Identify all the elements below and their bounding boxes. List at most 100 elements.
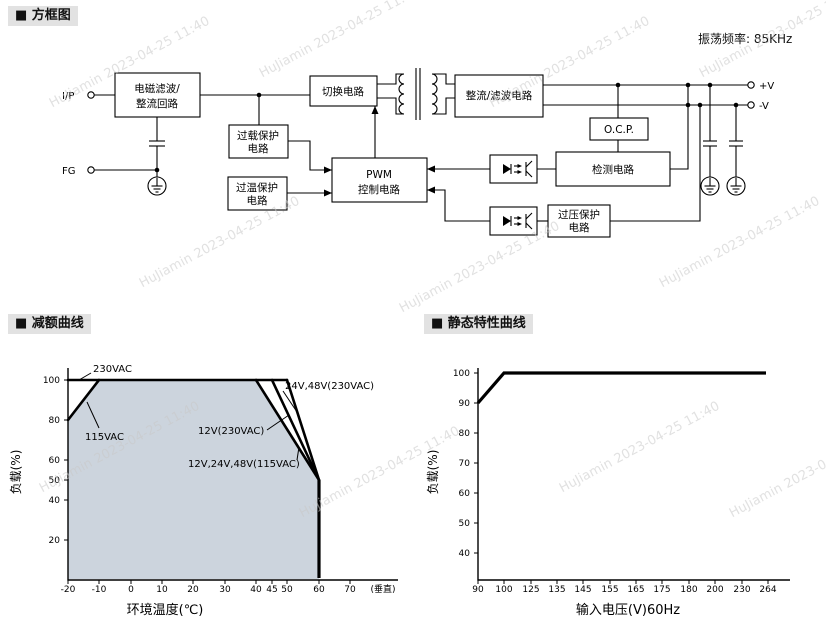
derating-ticks <box>64 379 351 584</box>
static-x-axis-title: 输入电压(V)60Hz <box>576 602 680 618</box>
y-tick-label: 70 <box>459 459 471 469</box>
oscillation-frequency-label: 振荡频率: 85KHz <box>698 32 793 46</box>
y-tick-label: 100 <box>453 369 470 379</box>
fg-label: FG <box>62 166 76 177</box>
x-tick-label: -10 <box>92 585 107 595</box>
ovp-protection-box <box>547 204 611 238</box>
y-tick-label: 20 <box>49 536 61 546</box>
emi-filter-box <box>114 72 201 118</box>
flow-arrows <box>324 106 435 197</box>
x-tick-label: 45 <box>266 585 277 595</box>
y-tick-label: 90 <box>459 399 471 409</box>
derating-curve-title: ■ 减额曲线 <box>8 314 91 334</box>
ocp-label: O.C.P. <box>604 124 634 136</box>
overtemp-protection-label-2: 电路 <box>247 194 268 207</box>
optocoupler-icon <box>503 212 533 230</box>
x-tick-label: 155 <box>601 585 618 595</box>
x-tick-label: 264 <box>759 585 776 595</box>
curve-label-230vac: 230VAC <box>93 364 132 375</box>
curve-12v-230vac <box>270 378 321 482</box>
vminus-label: -V <box>759 101 769 112</box>
emi-filter-label-2: 整流回路 <box>136 97 178 110</box>
pwm-label-1: PWM <box>366 169 392 181</box>
y-tick-label: 40 <box>49 496 61 506</box>
x-tick-label: 90 <box>472 585 484 595</box>
block-diagram: I/P FG 电磁滤波/ 整流回路 切换电路 整流/滤波电路 过载保护 电路 过… <box>62 68 774 238</box>
detection-circuit-box <box>555 151 671 187</box>
y-tick-label: 50 <box>49 476 61 486</box>
y-tick-label: 100 <box>43 376 60 386</box>
static-ticks <box>474 372 769 584</box>
y-tick-label: 80 <box>459 429 471 439</box>
switching-circuit-label: 切换电路 <box>322 85 364 98</box>
x-tick-label: 125 <box>522 585 539 595</box>
overload-protection-label-1: 过载保护 <box>237 129 279 142</box>
static-y-axis-title: 负载(%) <box>426 450 440 495</box>
input-label: I/P <box>62 91 74 102</box>
optocoupler-box <box>489 206 538 236</box>
y-tick-label: 80 <box>49 416 61 426</box>
vminus-terminal-icon <box>747 101 755 109</box>
junction-dots <box>154 82 739 173</box>
x-tick-label: 0 <box>128 585 134 595</box>
overload-protection-label-2: 电路 <box>248 142 269 155</box>
vplus-terminal-icon <box>747 81 755 89</box>
x-tick-label: 165 <box>627 585 644 595</box>
static-axes <box>477 368 790 581</box>
fg-terminal-icon <box>87 166 95 174</box>
ovp-protection-label-1: 过压保护 <box>558 208 600 221</box>
derating-y-axis-title: 负载(%) <box>9 450 23 495</box>
rectifier-filter-label: 整流/滤波电路 <box>466 89 533 102</box>
curve-24v48v-230vac <box>285 378 321 482</box>
input-terminal-icon <box>87 91 95 99</box>
x-tick-label: 135 <box>548 585 565 595</box>
x-tick-label: 180 <box>680 585 697 595</box>
x-tick-label: 20 <box>187 585 199 595</box>
overload-protection-box <box>228 124 289 159</box>
earth-ground-icon <box>726 176 746 196</box>
derating-chart: -20 -10 0 10 20 30 40 45 50 60 70 (垂直) 1… <box>9 364 398 618</box>
x-tick-label: 50 <box>281 585 293 595</box>
x-tick-label: 175 <box>653 585 670 595</box>
detection-circuit-label: 检测电路 <box>592 163 634 176</box>
derating-area-fill <box>68 380 319 579</box>
overtemp-protection-box <box>227 176 288 211</box>
ovp-protection-label-2: 电路 <box>569 221 590 234</box>
y-tick-label: 60 <box>49 456 61 466</box>
static-curve-title: ■ 静态特性曲线 <box>424 314 533 334</box>
rectifier-filter-box <box>454 74 544 118</box>
x-tick-label: 230 <box>733 585 750 595</box>
x-tick-label: 10 <box>156 585 168 595</box>
x-axis-note: (垂直) <box>370 583 395 595</box>
derating-x-axis-title: 环境温度(℃) <box>127 602 204 618</box>
ocp-box <box>589 117 649 141</box>
optocoupler-icon <box>503 160 533 178</box>
curve-label-115vac: 115VAC <box>85 432 124 443</box>
y-tick-label: 40 <box>459 549 471 559</box>
block-diagram-wires <box>94 68 748 222</box>
x-tick-label: 100 <box>495 585 512 595</box>
static-load-curve <box>476 371 766 405</box>
pwm-label-2: 控制电路 <box>358 183 400 196</box>
earth-ground-icon <box>700 176 720 196</box>
x-tick-label: 40 <box>250 585 262 595</box>
overtemp-protection-label-1: 过温保护 <box>236 181 278 194</box>
curve-label-12v-230vac: 12V(230VAC) <box>198 426 264 437</box>
optocoupler-box <box>489 154 538 184</box>
curve-115vac <box>66 378 101 422</box>
x-tick-label: 30 <box>219 585 231 595</box>
curve-label-12v24v48v-115vac: 12V,24V,48V(115VAC) <box>188 459 300 470</box>
block-diagram-title: ■ 方框图 <box>8 6 78 26</box>
emi-filter-label-1: 电磁滤波/ <box>134 82 180 95</box>
x-tick-label: 145 <box>574 585 591 595</box>
y-tick-label: 60 <box>459 489 471 499</box>
earth-ground-icon <box>147 176 167 196</box>
x-tick-label: -20 <box>61 585 76 595</box>
vplus-label: +V <box>759 81 774 92</box>
curve-label-24v48v-230vac: 24V,48V(230VAC) <box>285 381 374 392</box>
x-tick-label: 60 <box>313 585 325 595</box>
switching-circuit-box <box>309 75 378 107</box>
y-tick-label: 50 <box>459 519 471 529</box>
